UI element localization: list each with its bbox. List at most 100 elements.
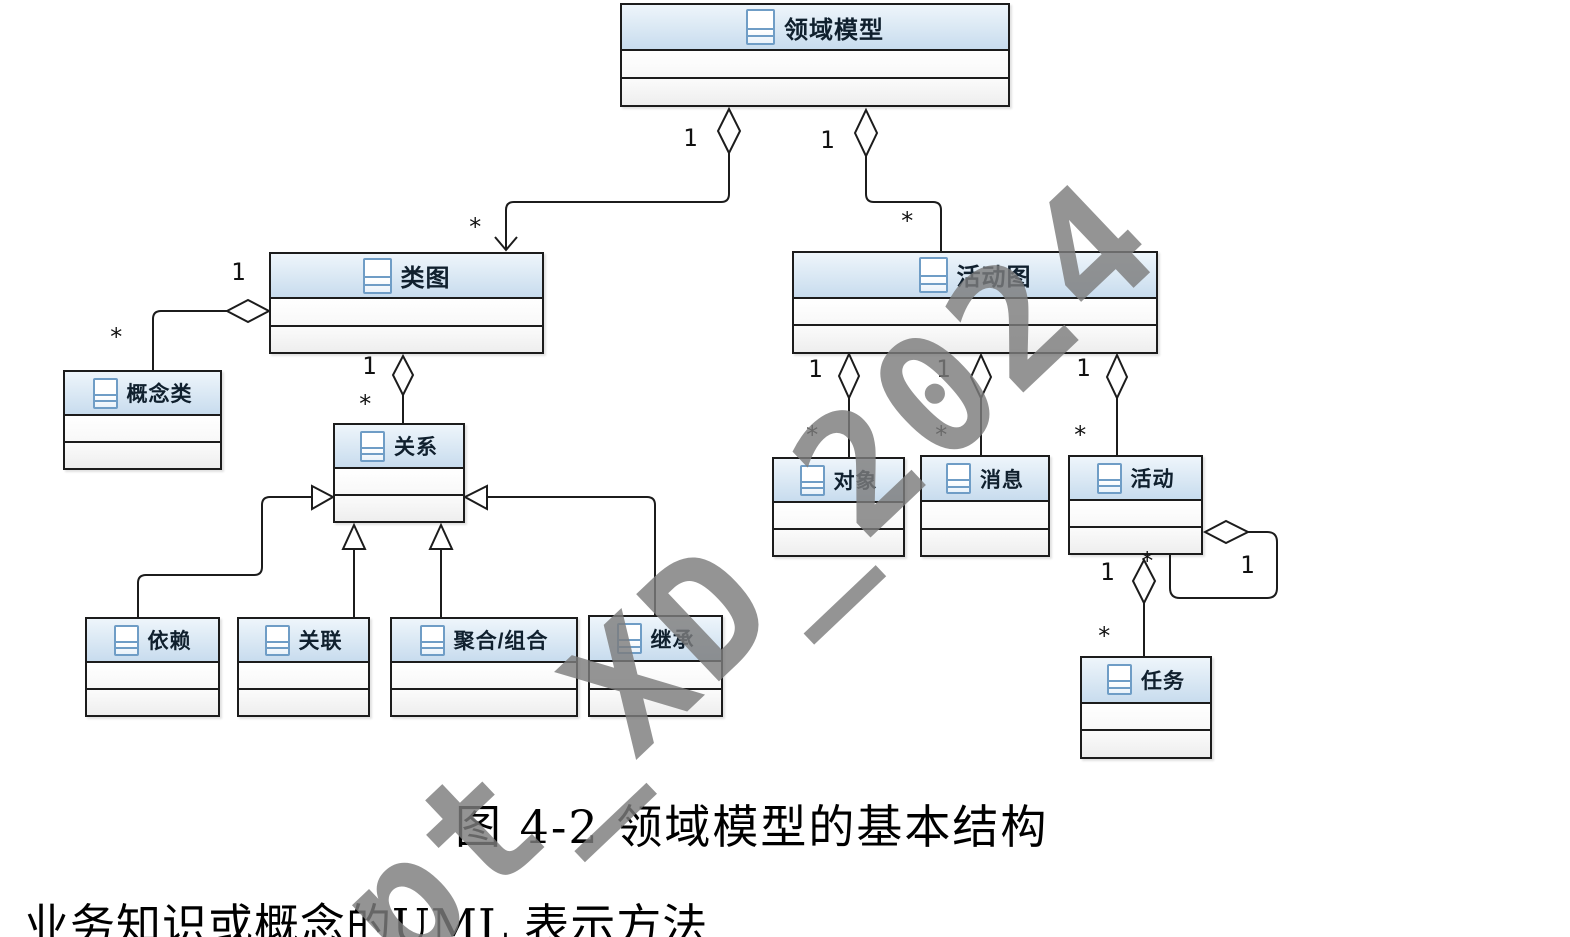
operations-compartment (794, 324, 1156, 352)
class-title: 对象 (833, 470, 878, 494)
aggregation-diamond (969, 352, 993, 401)
multiplicity-label: 1 (683, 124, 698, 152)
class-header: 任务 (1082, 658, 1210, 704)
aggregation-diamond (853, 107, 879, 159)
attributes-compartment (794, 298, 1156, 325)
multiplicity-label: * (109, 323, 124, 351)
multiplicity-label: * (1097, 622, 1112, 650)
class-title: 继承 (650, 628, 695, 652)
edge-class-diagram-concept-class (152, 310, 227, 370)
attributes-compartment (392, 663, 576, 689)
uml-class-icon (92, 377, 118, 409)
attributes-compartment (271, 299, 542, 325)
uml-class-icon (113, 624, 139, 656)
multiplicity-label: * (934, 421, 949, 449)
class-header: 继承 (590, 617, 721, 663)
operations-compartment (239, 688, 368, 715)
generalization-triangle (462, 484, 488, 511)
class-title: 聚合/组合 (453, 630, 549, 654)
attributes-compartment (87, 663, 218, 689)
multiplicity-label: * (900, 207, 915, 235)
edge-dependency-relationship (137, 496, 312, 617)
edge-domain-model-class-diagram (505, 153, 730, 249)
aggregation-diamond (837, 351, 861, 401)
attributes-compartment (335, 469, 463, 495)
class-header: 消息 (922, 457, 1048, 503)
class-title: 依赖 (147, 630, 192, 654)
uml-class-icon (946, 463, 971, 495)
multiplicity-label: 1 (820, 126, 835, 154)
uml-class-icon (1096, 462, 1122, 494)
multiplicity-label: * (805, 421, 820, 449)
operations-compartment (87, 688, 218, 715)
figure-caption: 图 4-2 领域模型的基本结构 (455, 800, 1049, 854)
operations-compartment (271, 324, 542, 353)
class-title: 活动 (1130, 468, 1175, 492)
class-box-relationship: 关系 (333, 423, 465, 523)
class-box-activity: 活动 (1068, 455, 1203, 555)
aggregation-diamond (1202, 519, 1251, 545)
class-title: 任务 (1141, 669, 1185, 693)
uml-class-icon (746, 9, 775, 45)
class-title: 消息 (980, 468, 1024, 492)
attributes-compartment (590, 662, 721, 688)
class-box-object: 对象 (772, 457, 905, 557)
aggregation-diamond (391, 353, 415, 398)
class-title: 活动图 (956, 264, 1032, 292)
operations-compartment (335, 494, 463, 521)
attributes-compartment (922, 502, 1048, 528)
edge-inheritance-relationship (487, 496, 656, 615)
multiplicity-label: 1 (1240, 551, 1255, 579)
class-box-aggregation-composition: 聚合/组合 (390, 617, 578, 717)
multiplicity-label: 1 (1076, 354, 1091, 382)
class-title: 领域模型 (784, 16, 884, 44)
multiplicity-label: 1 (362, 352, 377, 380)
class-box-domain-model: 领域模型 (620, 3, 1010, 107)
class-header: 对象 (774, 459, 903, 504)
generalization-triangle (311, 484, 336, 511)
operations-compartment (622, 77, 1008, 105)
class-header: 关联 (239, 619, 368, 664)
uml-class-icon (360, 430, 385, 462)
multiplicity-label: 1 (231, 258, 246, 286)
generalization-triangle (428, 522, 454, 550)
aggregation-diamond (716, 106, 742, 156)
open-arrowhead (494, 236, 518, 252)
aggregation-diamond (1105, 352, 1129, 401)
operations-compartment (65, 441, 220, 468)
operations-compartment (1070, 526, 1201, 553)
class-box-message: 消息 (920, 455, 1050, 557)
class-header: 聚合/组合 (392, 619, 576, 664)
class-box-class-diagram: 类图 (269, 252, 544, 354)
class-box-dependency: 依赖 (85, 617, 220, 717)
class-title: 概念类 (126, 383, 193, 407)
operations-compartment (922, 527, 1048, 556)
uml-class-icon (616, 623, 642, 655)
multiplicity-label: * (1073, 421, 1088, 449)
uml-class-icon (264, 624, 290, 656)
operations-compartment (392, 688, 576, 715)
class-box-concept-class: 概念类 (63, 370, 222, 470)
class-box-activity-diagram: 活动图 (792, 251, 1158, 354)
class-header: 概念类 (65, 372, 220, 417)
class-box-association: 关联 (237, 617, 370, 717)
edge-domain-model-activity-diagram (865, 156, 942, 251)
operations-compartment (590, 687, 721, 716)
attributes-compartment (622, 51, 1008, 77)
uml-class-icon (799, 464, 825, 496)
class-header: 依赖 (87, 619, 218, 664)
attributes-compartment (65, 416, 220, 442)
operations-compartment (774, 528, 903, 555)
attributes-compartment (774, 503, 903, 529)
class-title: 关系 (394, 436, 438, 460)
multiplicity-label: 1 (808, 355, 823, 383)
class-header: 活动图 (794, 253, 1156, 299)
multiplicity-label: 1 (1100, 558, 1115, 586)
uml-class-icon (419, 624, 445, 656)
aggregation-diamond (224, 298, 272, 324)
attributes-compartment (1070, 501, 1201, 527)
class-title: 关联 (298, 630, 343, 654)
uml-class-icon (362, 257, 392, 294)
class-box-inheritance: 继承 (588, 615, 723, 717)
